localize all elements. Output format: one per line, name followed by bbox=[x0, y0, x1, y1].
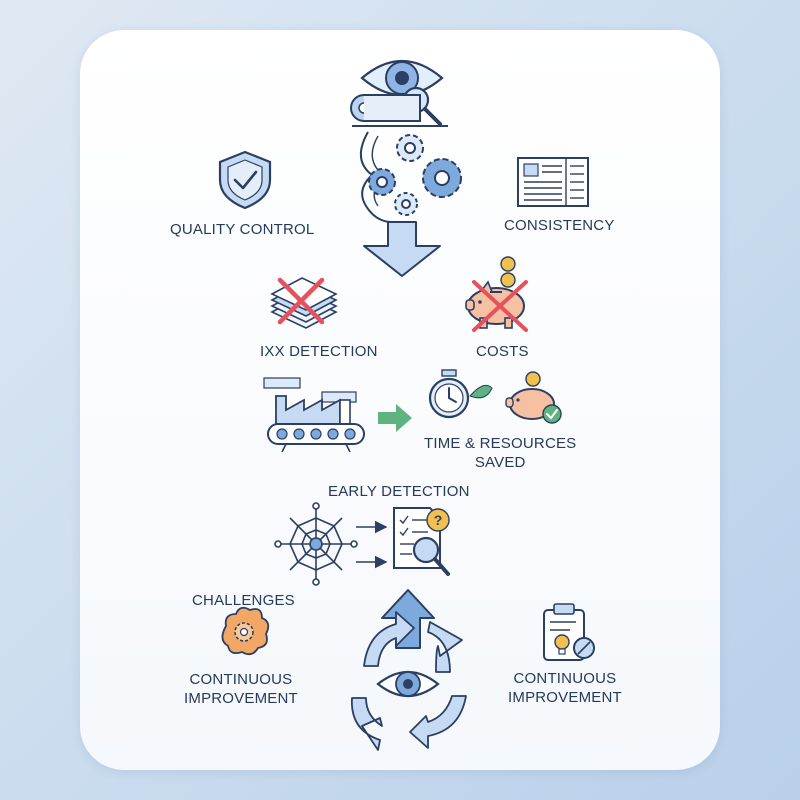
label-costs: COSTS bbox=[476, 343, 529, 360]
document-grid-icon bbox=[517, 157, 589, 207]
red-cross-icon bbox=[277, 277, 325, 325]
gears-icon bbox=[360, 131, 462, 223]
roller-icon bbox=[350, 94, 448, 127]
savings-piggy-icon bbox=[505, 371, 562, 424]
label-early-detection: EARLY DETECTION bbox=[328, 483, 470, 500]
eye-icon bbox=[376, 671, 440, 697]
clipboard-idea-icon bbox=[543, 603, 595, 661]
costs-cross-icon bbox=[472, 280, 528, 332]
brain-gear-icon bbox=[221, 606, 270, 656]
green-arrow-icon bbox=[378, 404, 412, 432]
label-continuous-improvement-left: CONTINUOUS IMPROVEMENT bbox=[184, 671, 298, 707]
label-ixx-detection: IXX DETECTION bbox=[260, 343, 378, 360]
eye-icon bbox=[360, 59, 444, 97]
connector-arrows bbox=[356, 520, 388, 569]
label-challenges: CHALLENGES bbox=[192, 592, 295, 609]
up-arrow-icon bbox=[381, 589, 435, 649]
label-consistency: CONSISTENCY bbox=[504, 217, 615, 234]
svg-text:?: ? bbox=[434, 512, 443, 528]
shield-check-icon bbox=[218, 150, 272, 210]
cycle-arrows-icon bbox=[351, 611, 467, 751]
document-search-icon: ? bbox=[393, 507, 450, 576]
down-arrow-icon bbox=[363, 221, 441, 277]
network-web-icon bbox=[274, 502, 358, 586]
label-continuous-improvement-right: CONTINUOUS IMPROVEMENT bbox=[508, 670, 622, 706]
stopwatch-icon bbox=[428, 369, 493, 419]
factory-conveyor-icon bbox=[263, 377, 365, 453]
label-quality-control: QUALITY CONTROL bbox=[170, 221, 315, 238]
label-time-resources-saved: TIME & RESOURCES SAVED bbox=[424, 435, 577, 471]
